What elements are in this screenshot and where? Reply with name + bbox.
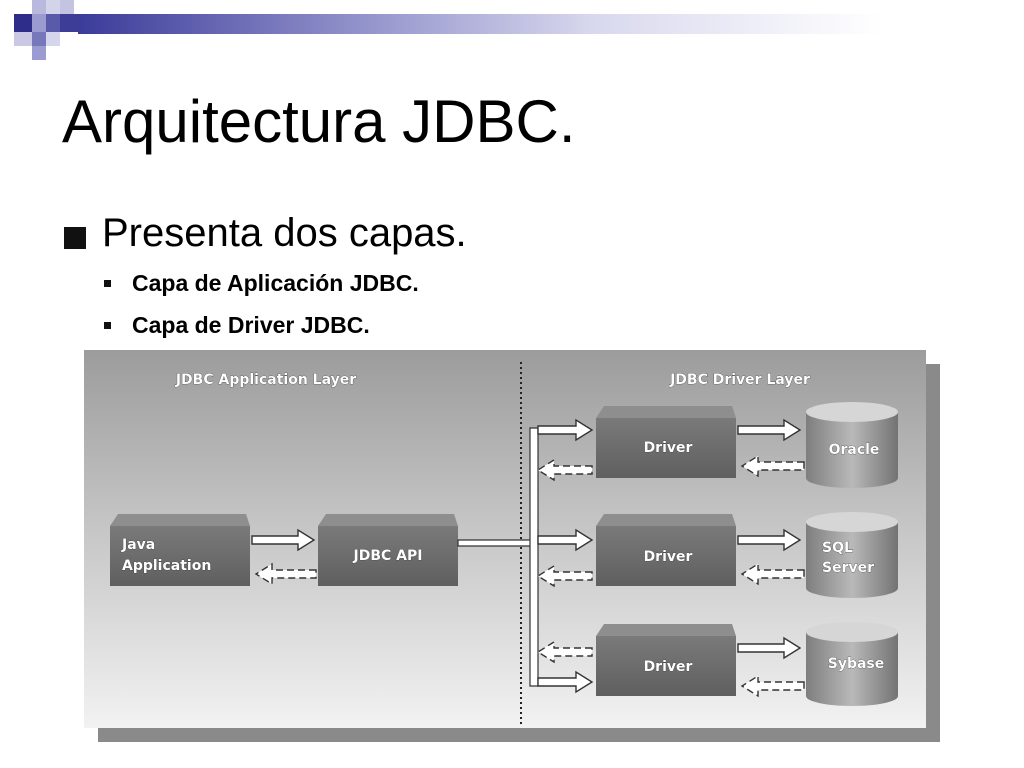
- driver-database-arrows: [737, 418, 805, 698]
- java-application-box: Java Application: [110, 514, 250, 586]
- driver-box: Driver: [596, 514, 736, 586]
- driver-bus: [529, 427, 539, 687]
- api-to-driver-connector: [457, 539, 533, 547]
- database-label-line1: SQL: [822, 540, 853, 556]
- application-layer-label: JDBC Application Layer: [175, 372, 356, 388]
- jdbc-api-box: JDBC API: [318, 514, 458, 586]
- corner-square: [60, 0, 74, 14]
- header-gradient-bar: [78, 14, 1024, 34]
- corner-square: [46, 32, 60, 46]
- main-bullet-text: Presenta dos capas.: [102, 211, 467, 255]
- corner-square: [32, 14, 46, 32]
- driver-label: Driver: [644, 659, 693, 675]
- driver-box: Driver: [596, 624, 736, 696]
- driver-label: Driver: [644, 440, 693, 456]
- java-application-label-line1: Java: [121, 537, 155, 553]
- database-label: Oracle: [829, 442, 880, 458]
- small-square-bullet-icon: [104, 322, 111, 329]
- sub-bullet-text: Capa de Driver JDBC.: [132, 312, 370, 338]
- driver-box: Driver: [596, 406, 736, 478]
- corner-square: [46, 14, 60, 32]
- corner-square: [14, 14, 32, 32]
- app-api-arrows: [251, 528, 317, 586]
- database-label-line2: Server: [822, 560, 874, 576]
- jdbc-architecture-diagram: JDBC Application Layer JDBC Driver Layer…: [84, 350, 944, 746]
- driver-label: Driver: [644, 549, 693, 565]
- driver-layer-label: JDBC Driver Layer: [669, 372, 810, 388]
- square-bullet-icon: [64, 227, 86, 249]
- corner-square: [60, 14, 78, 32]
- database-cylinder-sybase: Sybase: [806, 622, 898, 706]
- corner-decoration: [0, 0, 80, 64]
- small-square-bullet-icon: [104, 280, 111, 287]
- database-cylinder-sql-server: SQL Server: [806, 512, 898, 598]
- database-cylinder-oracle: Oracle: [806, 402, 898, 488]
- sub-bullet-text: Capa de Aplicación JDBC.: [132, 270, 419, 296]
- corner-square: [46, 0, 60, 14]
- corner-square: [32, 46, 46, 60]
- corner-square: [32, 32, 46, 46]
- database-label: Sybase: [828, 656, 885, 672]
- corner-square: [14, 32, 32, 46]
- java-application-label-line2: Application: [122, 558, 211, 574]
- slide-title: Arquitectura JDBC.: [62, 88, 576, 155]
- corner-square: [32, 0, 46, 14]
- bus-driver-arrows: [536, 418, 594, 694]
- diagram-canvas: JDBC Application Layer JDBC Driver Layer…: [84, 350, 940, 742]
- jdbc-api-label: JDBC API: [353, 548, 423, 564]
